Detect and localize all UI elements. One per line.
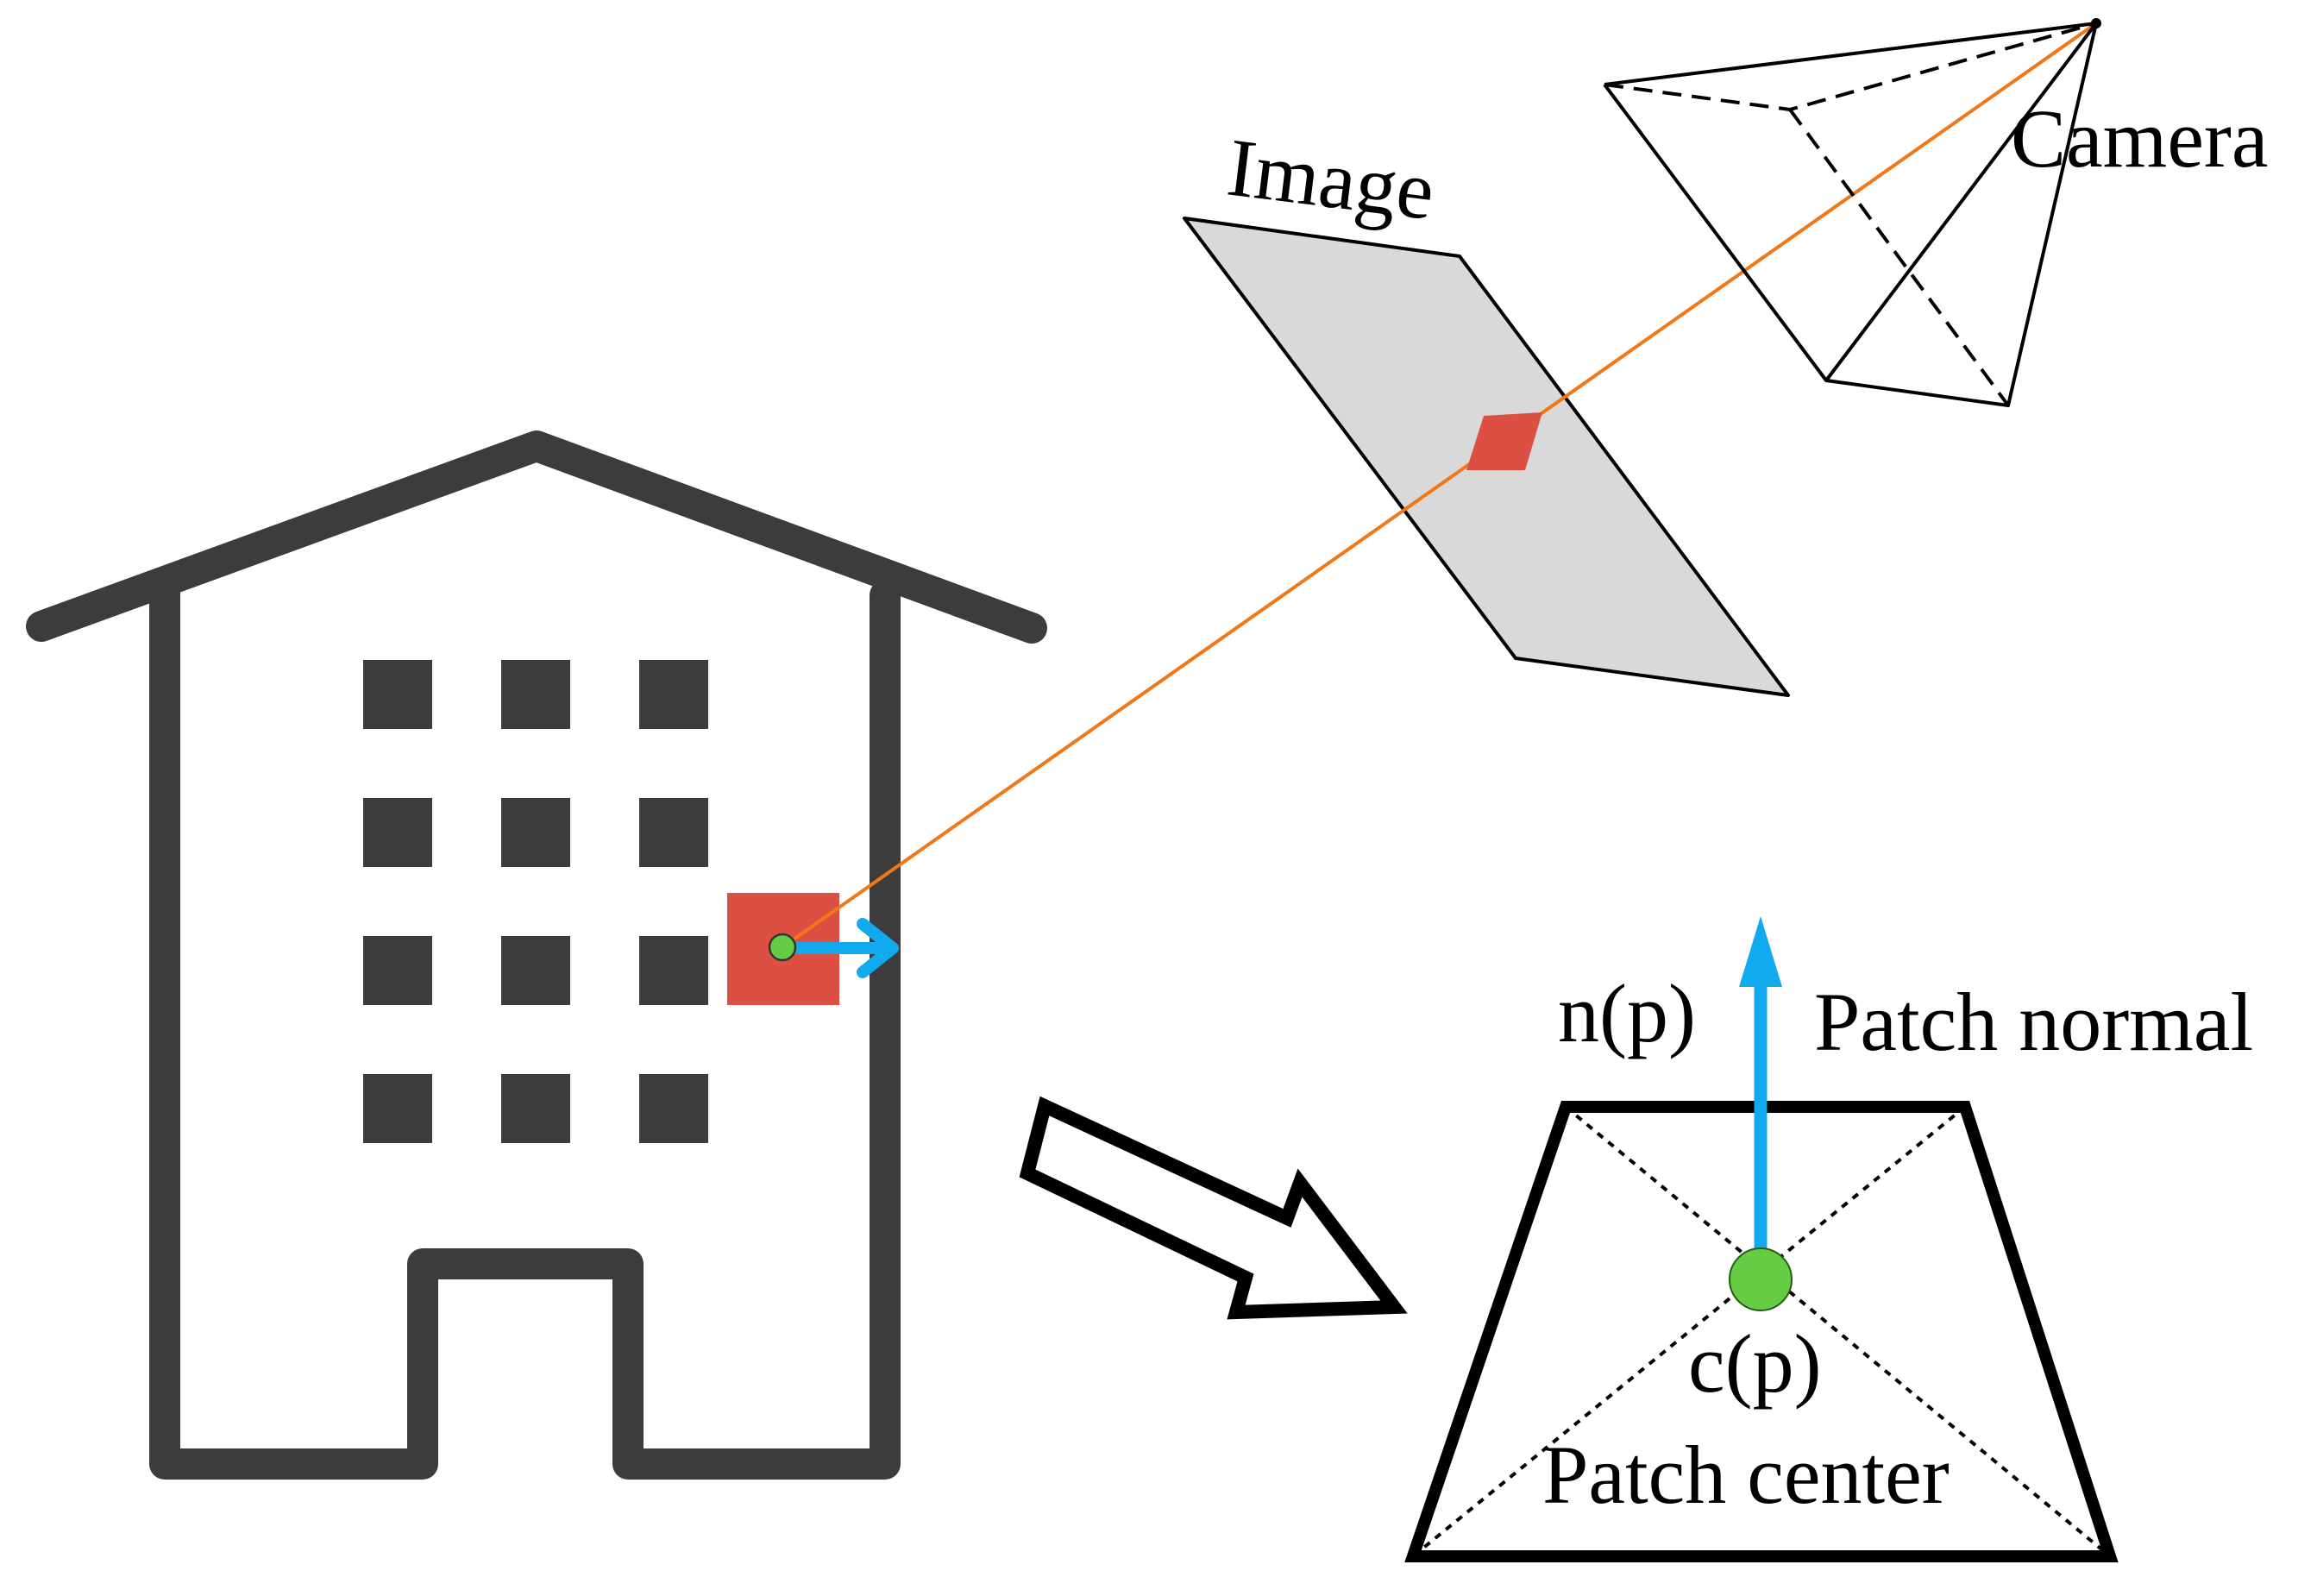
window: [363, 660, 432, 729]
window: [363, 1074, 432, 1143]
camera-frustum-icon: [1603, 22, 2098, 407]
window: [363, 936, 432, 1005]
building-walls: [149, 574, 901, 1480]
window: [501, 798, 570, 867]
normal-symbol-label: n(p): [1558, 967, 1696, 1059]
transition-arrow-icon: [1019, 1096, 1408, 1320]
center-caption-label: Patch center: [1542, 1429, 1950, 1521]
window: [501, 936, 570, 1005]
camera-center-dot: [2091, 18, 2101, 28]
building-normal-arrow: [781, 918, 899, 978]
building-roof: [26, 430, 1047, 644]
camera-frustum-edge: [1824, 22, 2098, 382]
window: [501, 660, 570, 729]
building-windows: [363, 660, 708, 1143]
window: [639, 936, 708, 1005]
window: [363, 798, 432, 867]
patch-center-dot: [1729, 1247, 1793, 1311]
projected-patch: [1466, 412, 1542, 470]
center-symbol-label: c(p): [1688, 1317, 1822, 1410]
image-label: Image: [1222, 121, 1439, 237]
camera-frustum-hidden-edge: [1788, 108, 2010, 407]
building-icon: [26, 430, 1047, 1480]
patch-normal-arrow: [1739, 916, 1782, 1279]
projection-ray: [781, 22, 2098, 949]
window: [639, 660, 708, 729]
window: [639, 1074, 708, 1143]
window: [501, 1074, 570, 1143]
building-patch-center-dot: [768, 933, 797, 962]
camera-label: Camera: [2011, 92, 2269, 185]
window: [639, 798, 708, 867]
normal-caption-label: Patch normal: [1814, 976, 2253, 1068]
